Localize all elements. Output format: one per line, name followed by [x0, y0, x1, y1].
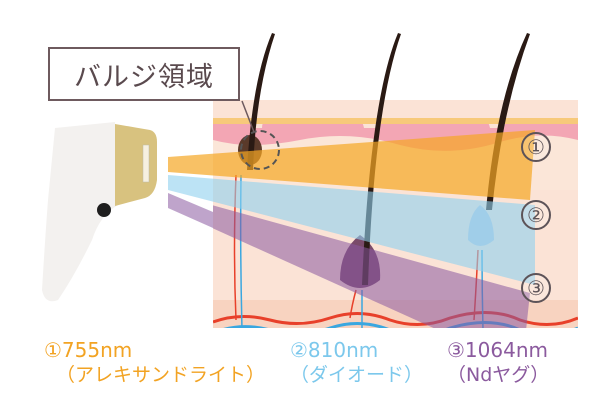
- marker-1: ①: [521, 132, 551, 162]
- laser-type: （Ndヤグ）: [447, 364, 550, 386]
- wavelength-value: ①755nm: [44, 338, 133, 362]
- wavelength-810: ②810nm （ダイオード）: [290, 338, 423, 387]
- band-1064nm: [213, 205, 530, 328]
- wavelength-1064: ③1064nm （Ndヤグ）: [447, 338, 549, 387]
- wavelength-value: ③1064nm: [447, 338, 548, 362]
- marker-2: ②: [521, 200, 551, 230]
- laser-type: （ダイオード）: [290, 364, 424, 386]
- wavelength-value: ②810nm: [290, 338, 379, 362]
- laser-type: （アレキサンドライト）: [56, 364, 266, 386]
- bulge-region-callout: バルジ領域: [48, 47, 240, 101]
- band-810nm: [168, 175, 535, 285]
- bulge-circle: [240, 130, 280, 170]
- wavelength-755: ①755nm （アレキサンドライト）: [44, 338, 265, 387]
- laser-handpiece: [42, 122, 157, 302]
- band-755nm: [168, 130, 535, 200]
- marker-3: ③: [521, 273, 551, 303]
